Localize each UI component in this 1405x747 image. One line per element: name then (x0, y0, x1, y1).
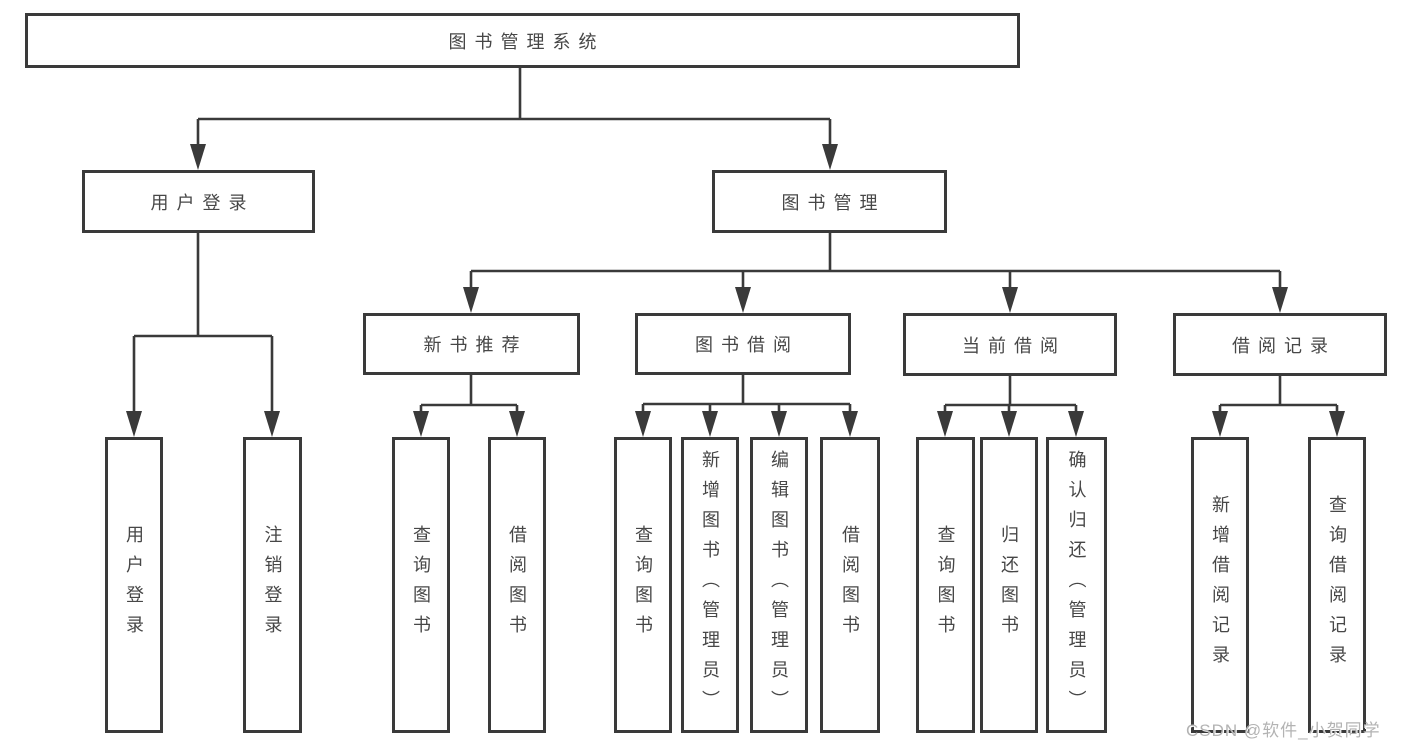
leaf-add-borrow-record: 新增借阅记录 (1191, 437, 1249, 733)
arrowhead (413, 411, 429, 437)
connector-newbook-to-leaves (419, 375, 519, 413)
connector-records-to-leaves (1218, 375, 1339, 413)
arrowhead (1068, 411, 1084, 437)
connector-userlogin-to-leaves (132, 233, 274, 413)
node-user-login: 用户登录 (82, 170, 315, 233)
leaf-query-books-current: 查询图书 (916, 437, 975, 733)
arrowhead (1272, 287, 1288, 313)
arrowhead (1001, 411, 1017, 437)
leaf-confirm-return-admin: 确认归还（管理员） (1046, 437, 1107, 733)
arrowhead (635, 411, 651, 437)
connector-root-to-level2 (196, 68, 832, 146)
arrowhead (702, 411, 718, 437)
csdn-watermark: CSDN @软件_小贺同学 (1186, 721, 1381, 740)
leaf-borrow-books-recommend: 借阅图书 (488, 437, 546, 733)
connector-borrow-to-leaves (641, 375, 852, 413)
node-book-management: 图书管理 (712, 170, 947, 233)
node-book-borrow: 图书借阅 (635, 313, 851, 375)
connector-current-to-leaves (943, 375, 1078, 413)
leaf-query-books-borrow: 查询图书 (614, 437, 672, 733)
leaf-borrow-books: 借阅图书 (820, 437, 880, 733)
arrowhead (771, 411, 787, 437)
leaf-query-borrow-record: 查询借阅记录 (1308, 437, 1366, 733)
arrowhead (937, 411, 953, 437)
node-current-borrow: 当前借阅 (903, 313, 1117, 376)
arrowhead (1212, 411, 1228, 437)
leaf-add-books-admin: 新增图书（管理员） (681, 437, 739, 733)
arrowhead (735, 287, 751, 313)
arrowhead (509, 411, 525, 437)
arrowhead (842, 411, 858, 437)
arrowhead (190, 144, 206, 170)
connector-bookmgmt-to-level3 (469, 233, 1282, 289)
leaf-query-books-recommend: 查询图书 (392, 437, 450, 733)
node-library-management-system: 图书管理系统 (25, 13, 1020, 68)
leaf-logout: 注销登录 (243, 437, 302, 733)
leaf-edit-books-admin: 编辑图书（管理员） (750, 437, 808, 733)
leaf-user-login: 用户登录 (105, 437, 163, 733)
arrowhead (1002, 287, 1018, 313)
arrowhead (126, 411, 142, 437)
leaf-return-books: 归还图书 (980, 437, 1038, 733)
arrowhead (264, 411, 280, 437)
arrowhead (1329, 411, 1345, 437)
node-new-book-recommend: 新书推荐 (363, 313, 580, 375)
arrowhead (822, 144, 838, 170)
arrowhead (463, 287, 479, 313)
node-borrow-records: 借阅记录 (1173, 313, 1387, 376)
